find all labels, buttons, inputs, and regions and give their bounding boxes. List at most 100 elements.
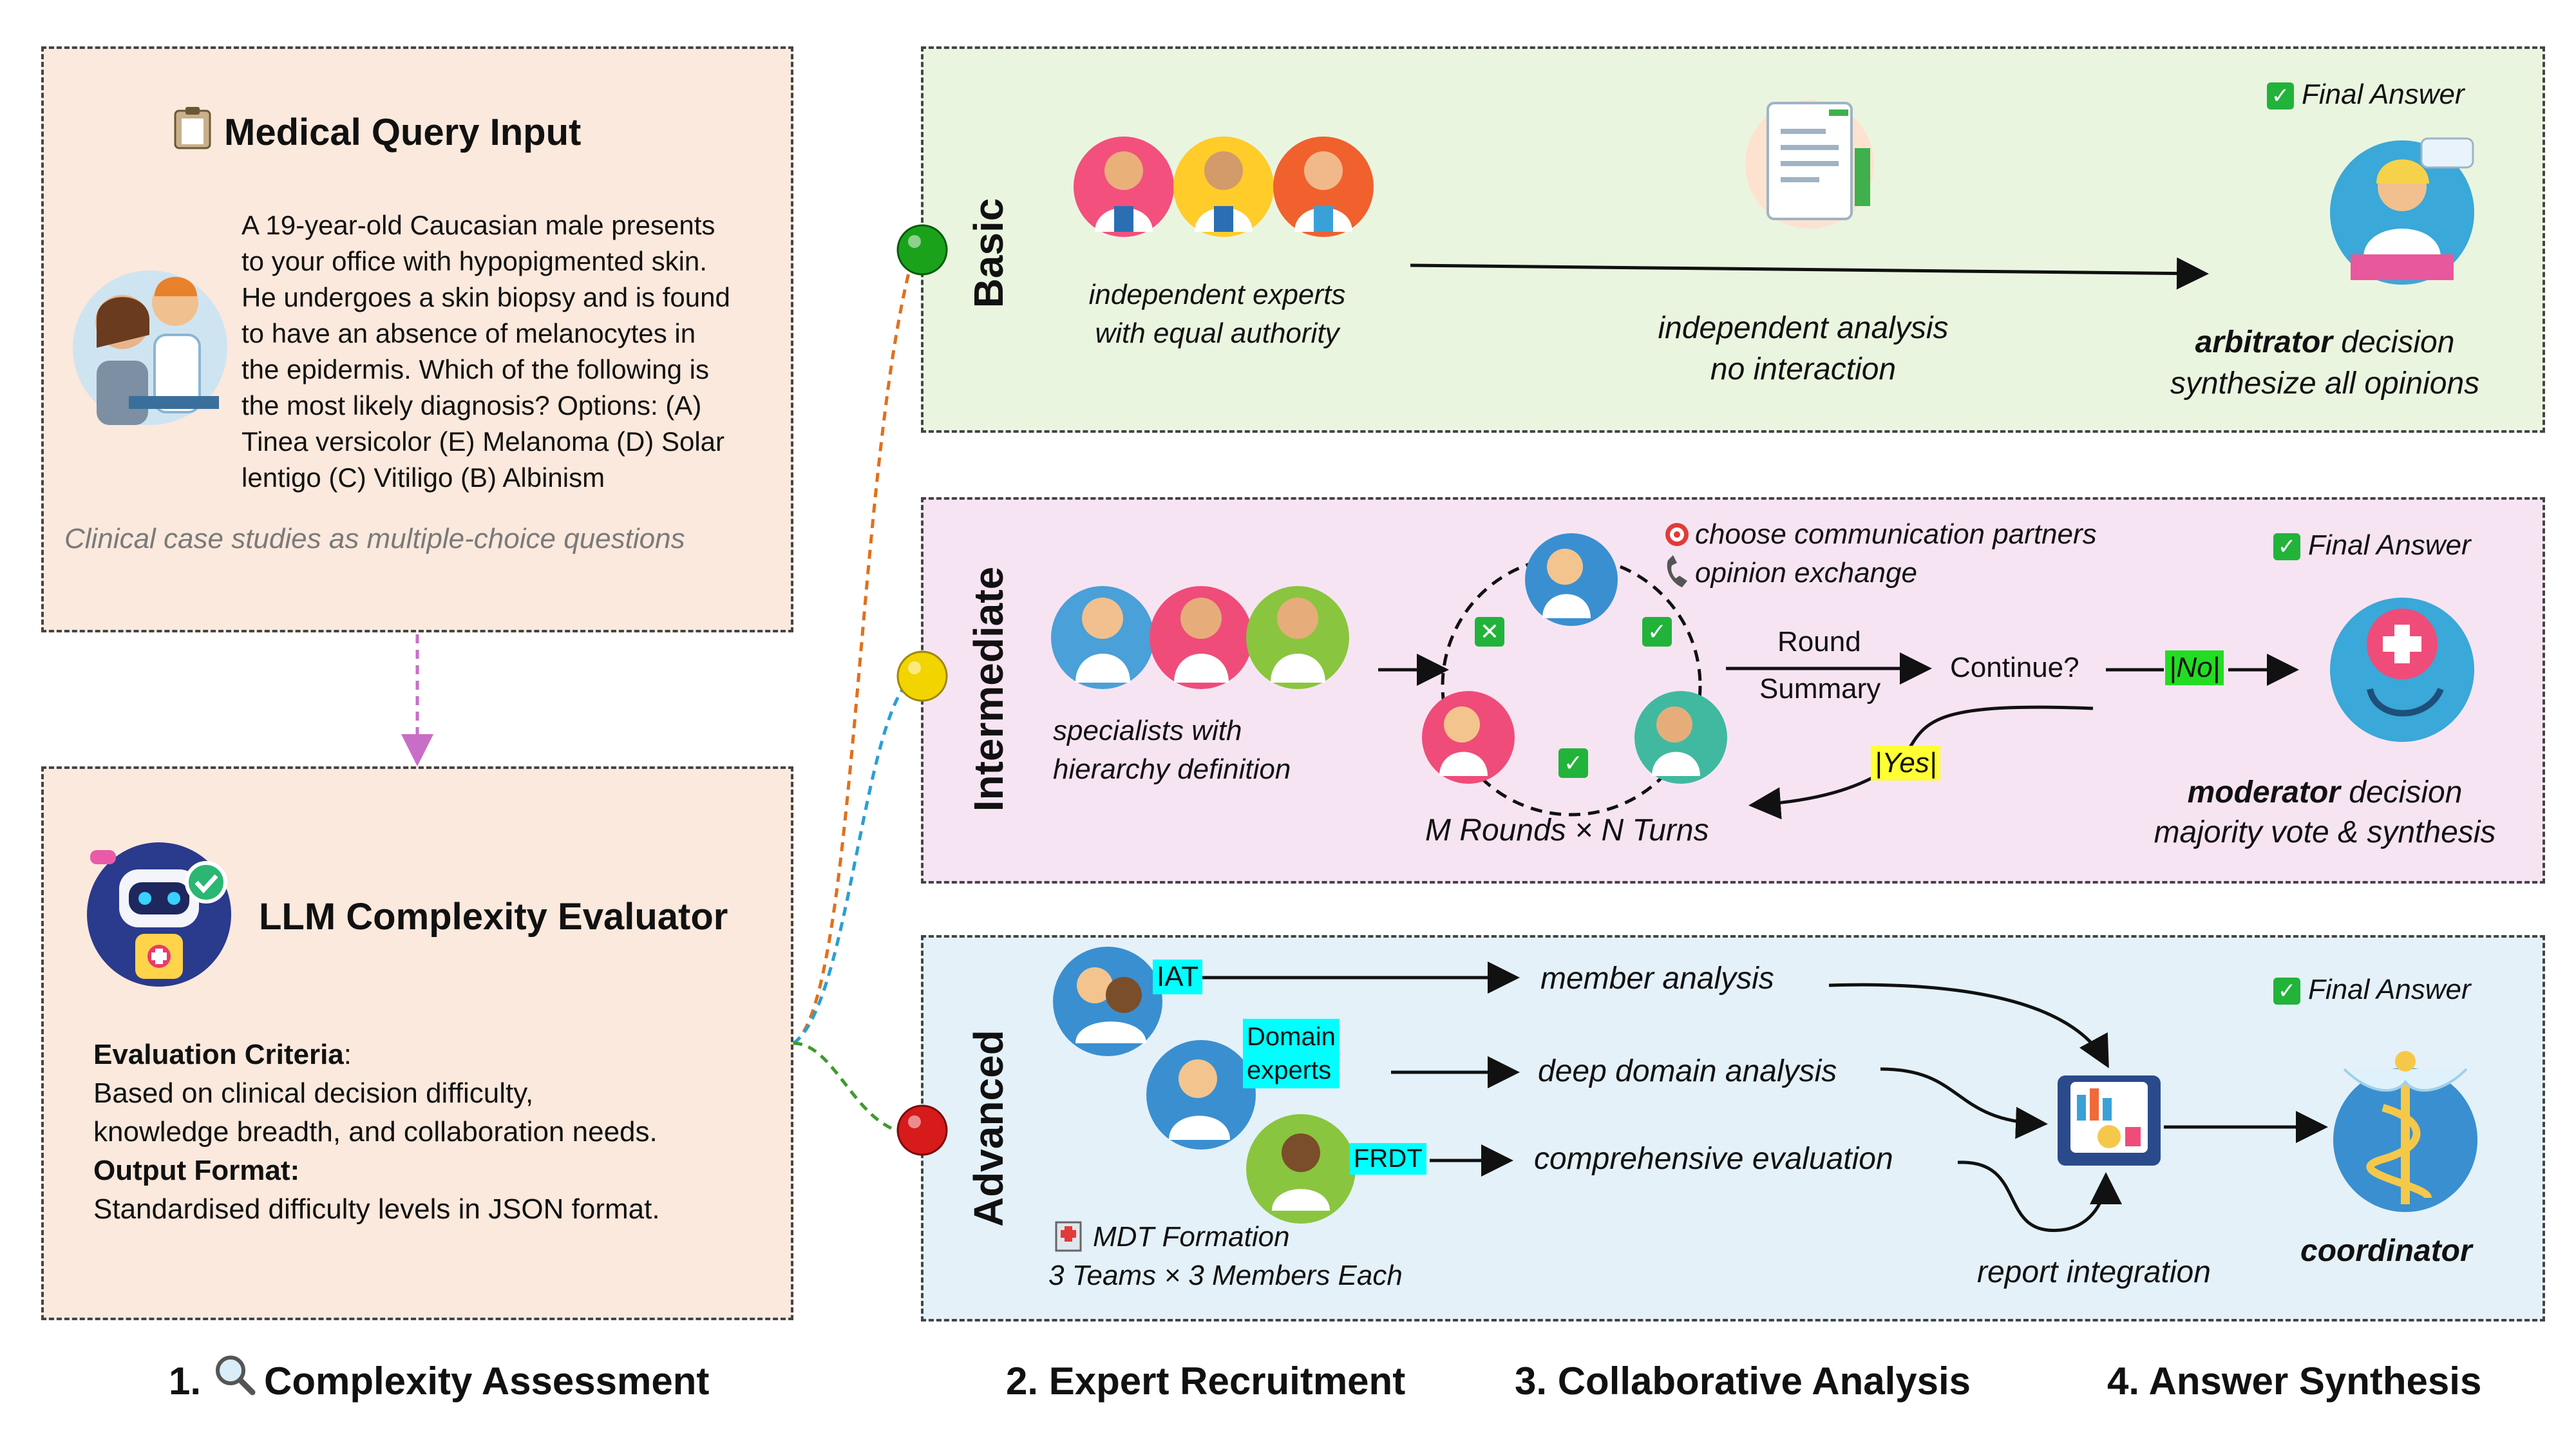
step-4-title: 4. Answer Synthesis <box>2107 1359 2482 1403</box>
basic-label: Basic <box>965 198 1012 308</box>
specialists-illustration <box>1051 586 1349 689</box>
output-label: Output Format: <box>93 1155 300 1186</box>
evaluator-criteria: Evaluation Criteria: Based on clinical d… <box>93 1036 660 1229</box>
decision-label: decision <box>2332 325 2455 359</box>
basic-experts-illustration <box>1074 137 1374 237</box>
comprehensive-evaluation-text: comprehensive evaluation <box>1534 1142 1893 1176</box>
arbitrator-label: arbitrator <box>2195 325 2333 359</box>
decision-label: decision <box>2340 775 2463 810</box>
deep-domain-analysis-text: deep domain analysis <box>1538 1054 1837 1088</box>
member-analysis-text: member analysis <box>1540 961 1774 996</box>
basic-analysis-line: no interaction <box>1710 352 1897 386</box>
connector-advanced <box>793 1041 915 1135</box>
opinion-exchange-text: opinion exchange <box>1695 557 1917 589</box>
connector-intermediate <box>792 674 916 1045</box>
magnifier-icon <box>216 1356 256 1396</box>
iat-tag: IAT <box>1153 960 1203 994</box>
choose-partners-text: choose communication partners <box>1695 518 2097 550</box>
summary-text: Summary <box>1759 673 1881 705</box>
criteria-line: Based on clinical decision difficulty, <box>93 1077 534 1109</box>
final-answer-label: Final Answer <box>2302 79 2465 110</box>
arbitrator-illustration <box>2330 137 2474 285</box>
input-title: Medical Query Input <box>224 111 582 153</box>
mdt-title: MDT Formation <box>1093 1221 1290 1253</box>
decision-detail: majority vote & synthesis <box>2154 815 2496 849</box>
yes-badge: |Yes| <box>1871 746 1941 781</box>
evaluator-title: LLM Complexity Evaluator <box>259 896 728 938</box>
target-icon <box>1665 523 1689 546</box>
final-answer-label: Final Answer <box>2308 974 2471 1005</box>
decision-detail: synthesize all opinions <box>2170 366 2480 401</box>
advanced-label: Advanced <box>965 1030 1012 1227</box>
criteria-label: Evaluation Criteria <box>93 1039 344 1070</box>
connector-basic <box>792 251 916 1045</box>
query-line: Tinea versicolor (E) Melanoma (D) Solar <box>242 426 724 457</box>
basic-final-answer: ✓ Final Answer <box>2267 79 2465 111</box>
step-2-title: 2. Expert Recruitment <box>1006 1359 1406 1403</box>
round-text: Round <box>1777 626 1861 658</box>
intermediate-panel <box>921 497 2545 884</box>
domain-tag-line: experts <box>1247 1056 1332 1084</box>
node-intermediate <box>896 650 948 702</box>
frdt-tag: FRDT <box>1350 1143 1426 1175</box>
phone-icon <box>1667 555 1687 587</box>
node-advanced <box>896 1104 948 1156</box>
rounds-turns-text: M Rounds × N Turns <box>1425 813 1709 848</box>
specialists-line: specialists with <box>1053 715 1242 746</box>
robot-illustration <box>87 842 231 987</box>
patient-doctor-illustration <box>73 270 227 425</box>
check-icon: ✓ <box>1642 617 1672 647</box>
basic-flow-arrow <box>1410 257 2209 290</box>
criteria-line: knowledge breadth, and collaboration nee… <box>93 1116 658 1148</box>
query-line: to have an absence of melanocytes in <box>242 318 696 348</box>
advanced-teams-illustration <box>1053 947 1356 1224</box>
step-1-number: 1. <box>169 1359 202 1403</box>
check-icon: ✓ <box>2267 82 2294 110</box>
basic-analysis-line: independent analysis <box>1658 311 1949 345</box>
step-3-title: 3. Collaborative Analysis <box>1515 1359 1971 1403</box>
node-basic <box>896 224 948 276</box>
query-line: the epidermis. Which of the following is <box>242 354 709 384</box>
domain-experts-tag: Domain experts <box>1243 1019 1340 1088</box>
output-text: Standardised difficulty levels in JSON f… <box>93 1193 660 1225</box>
check-icon: ✓ <box>2273 978 2300 1005</box>
continue-text: Continue? <box>1950 652 2079 683</box>
intermediate-decision: moderator decision majority vote & synth… <box>2125 773 2524 853</box>
basic-experts-line: independent experts <box>1088 279 1346 310</box>
report-integration-illustration <box>2058 1075 2161 1166</box>
hospital-icon <box>1055 1221 1082 1252</box>
input-caption: Clinical case studies as multiple-choice… <box>64 523 685 554</box>
final-answer-label: Final Answer <box>2308 529 2471 561</box>
clipboard-icon <box>174 107 211 149</box>
basic-experts-caption: independent experts with equal authority <box>1050 276 1385 353</box>
query-line: A 19-year-old Caucasian male presents <box>242 210 715 240</box>
report-integration-text: report integration <box>1977 1255 2211 1289</box>
no-badge: |No| <box>2165 650 2224 685</box>
query-line: lentigo (C) Vitiligo (B) Albinism <box>242 462 605 493</box>
criteria-colon: : <box>343 1039 352 1070</box>
basic-panel <box>921 46 2545 433</box>
cross-icon: ✕ <box>1475 617 1504 647</box>
coordinator-illustration <box>2333 1051 2477 1212</box>
step-1-title: Complexity Assessment <box>264 1359 710 1403</box>
basic-analysis-caption: independent analysis no interaction <box>1597 308 2009 390</box>
advanced-final-answer: ✓ Final Answer <box>2273 974 2471 1006</box>
specialists-line: hierarchy definition <box>1053 753 1291 785</box>
query-text: A 19-year-old Caucasian male presents to… <box>242 207 730 496</box>
check-icon: ✓ <box>1558 748 1588 778</box>
query-line: the most likely diagnosis? Options: (A) <box>242 390 702 421</box>
moderator-illustration <box>2330 598 2474 742</box>
intermediate-final-answer: ✓ Final Answer <box>2273 529 2471 562</box>
basic-decision: arbitrator decision synthesize all opini… <box>2125 322 2524 404</box>
moderator-label: moderator <box>2187 775 2340 810</box>
check-icon: ✓ <box>2273 533 2300 561</box>
domain-tag-line: Domain <box>1247 1023 1336 1051</box>
coordinator-label: coordinator <box>2300 1234 2472 1268</box>
query-line: to your office with hypopigmented skin. <box>242 246 707 276</box>
intermediate-label: Intermediate <box>965 566 1012 812</box>
specialists-caption: specialists with hierarchy definition <box>1053 712 1291 789</box>
mdt-detail: 3 Teams × 3 Members Each <box>1048 1260 1403 1291</box>
basic-experts-line: with equal authority <box>1095 317 1340 349</box>
query-line: He undergoes a skin biopsy and is found <box>242 282 730 312</box>
